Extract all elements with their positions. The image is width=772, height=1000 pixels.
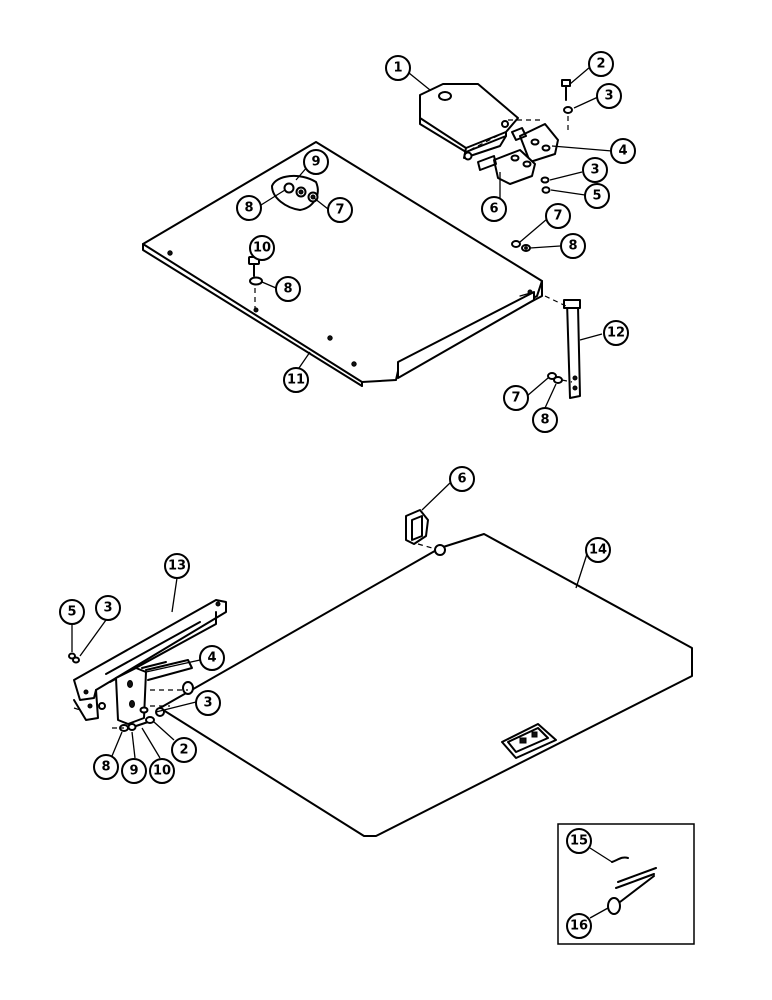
- callout-10: 10: [149, 758, 175, 784]
- callout-3: 3: [596, 83, 622, 109]
- callout-8: 8: [560, 233, 586, 259]
- callout-label: 15: [570, 834, 588, 849]
- callout-label: 12: [607, 326, 625, 341]
- hardware-top-right: [540, 79, 573, 194]
- callout-label: 4: [207, 651, 216, 666]
- hinge-block-lower: [115, 659, 193, 725]
- nut-washer-lower-left: [68, 652, 80, 664]
- callout-label: 10: [253, 241, 271, 256]
- callout-label: 8: [283, 282, 292, 297]
- callout-label: 13: [168, 559, 186, 574]
- panel-lower-part: [155, 533, 693, 837]
- callout-6: 6: [449, 466, 475, 492]
- long-bracket-part: [73, 599, 227, 721]
- callout-label: 7: [335, 203, 344, 218]
- callout-label: 3: [103, 601, 112, 616]
- callout-7: 7: [503, 385, 529, 411]
- callout-label: 4: [618, 144, 627, 159]
- callout-label: 7: [511, 391, 520, 406]
- callout-label: 5: [592, 189, 601, 204]
- callout-10: 10: [249, 235, 275, 261]
- callout-15: 15: [566, 828, 592, 854]
- callout-2: 2: [588, 51, 614, 77]
- callout-label: 7: [553, 209, 562, 224]
- callout-label: 8: [101, 760, 110, 775]
- callout-1: 1: [385, 55, 411, 81]
- callout-13: 13: [164, 553, 190, 579]
- callout-3: 3: [95, 595, 121, 621]
- nut-washer-right: [511, 240, 531, 252]
- hinge-plate-on-panel: [271, 174, 319, 211]
- callout-label: 10: [153, 764, 171, 779]
- callout-label: 11: [287, 373, 305, 388]
- callout-8: 8: [93, 754, 119, 780]
- latch-lower-part: [405, 509, 433, 549]
- callout-16: 16: [566, 913, 592, 939]
- callout-label: 6: [489, 202, 498, 217]
- latch-bracket-upper: [477, 149, 536, 185]
- support-strap-part: [544, 295, 581, 399]
- callout-4: 4: [199, 645, 225, 671]
- callout-label: 5: [67, 605, 76, 620]
- callout-label: 6: [457, 472, 466, 487]
- callout-7: 7: [327, 197, 353, 223]
- callout-label: 2: [596, 57, 605, 72]
- callout-14: 14: [585, 537, 611, 563]
- callout-8: 8: [532, 407, 558, 433]
- callout-label: 9: [311, 155, 320, 170]
- callout-label: 9: [129, 764, 138, 779]
- callout-6: 6: [481, 196, 507, 222]
- hinge-leaf-part: [419, 83, 519, 161]
- callout-3: 3: [195, 690, 221, 716]
- callout-2: 2: [171, 737, 197, 763]
- callout-label: 2: [179, 743, 188, 758]
- leader-lines: [71, 66, 613, 919]
- callout-label: 8: [244, 201, 253, 216]
- callout-3: 3: [582, 157, 608, 183]
- callout-5: 5: [584, 183, 610, 209]
- hinge-block-upper: [508, 119, 559, 163]
- callout-4: 4: [610, 138, 636, 164]
- callout-label: 16: [570, 919, 588, 934]
- callout-12: 12: [603, 320, 629, 346]
- callout-label: 8: [540, 413, 549, 428]
- callout-8: 8: [275, 276, 301, 302]
- callout-label: 3: [590, 163, 599, 178]
- callout-7: 7: [545, 203, 571, 229]
- callout-label: 14: [589, 543, 607, 558]
- callout-label: 3: [604, 89, 613, 104]
- callout-9: 9: [121, 758, 147, 784]
- callout-5: 5: [59, 599, 85, 625]
- panel-upper-part: [142, 141, 543, 387]
- callout-label: 1: [393, 61, 402, 76]
- callout-label: 3: [203, 696, 212, 711]
- callout-9: 9: [303, 149, 329, 175]
- callout-label: 8: [568, 239, 577, 254]
- hardware-lower-left: [73, 706, 155, 732]
- callout-8: 8: [236, 195, 262, 221]
- callout-11: 11: [283, 367, 309, 393]
